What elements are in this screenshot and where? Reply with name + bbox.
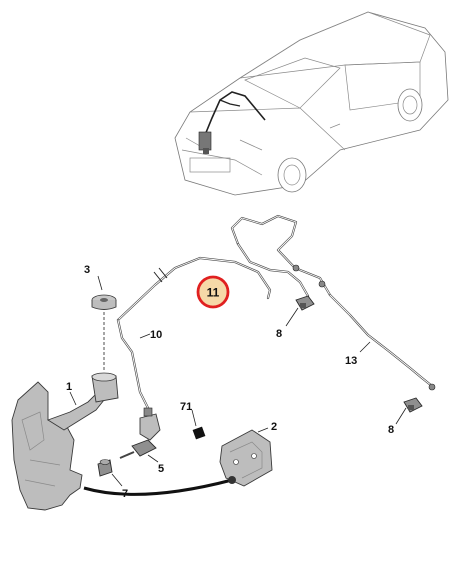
callout-3[interactable]: 3 xyxy=(84,264,90,276)
callout-71[interactable]: 71 xyxy=(180,401,192,413)
washer-nozzle-left xyxy=(295,295,315,311)
hose-system xyxy=(116,214,436,414)
callout-8-right[interactable]: 8 xyxy=(388,424,394,436)
callout-13[interactable]: 13 xyxy=(345,355,357,367)
callout-11: 11 xyxy=(207,286,220,300)
callout-1[interactable]: 1 xyxy=(66,381,72,393)
car-illustration xyxy=(174,11,449,196)
callout-2[interactable]: 2 xyxy=(271,421,277,433)
washer-reservoir xyxy=(11,372,119,511)
callout-labels: 1 2 3 5 7 8 8 10 13 71 xyxy=(66,264,394,500)
lead-connector xyxy=(228,476,236,484)
callout-11-highlight[interactable]: 11 xyxy=(196,275,230,309)
callout-7[interactable]: 7 xyxy=(122,488,128,500)
fastener-clip xyxy=(192,426,206,440)
callout-5[interactable]: 5 xyxy=(158,463,164,475)
leader-lines xyxy=(69,275,407,487)
reservoir-bracket xyxy=(219,429,273,487)
washer-pump xyxy=(119,407,161,459)
pump-grommet xyxy=(97,459,113,477)
callout-10[interactable]: 10 xyxy=(150,329,162,341)
washer-nozzle-right xyxy=(403,397,423,413)
callout-8-left[interactable]: 8 xyxy=(276,328,282,340)
reservoir-cap xyxy=(91,294,117,370)
electrical-lead xyxy=(83,478,233,496)
